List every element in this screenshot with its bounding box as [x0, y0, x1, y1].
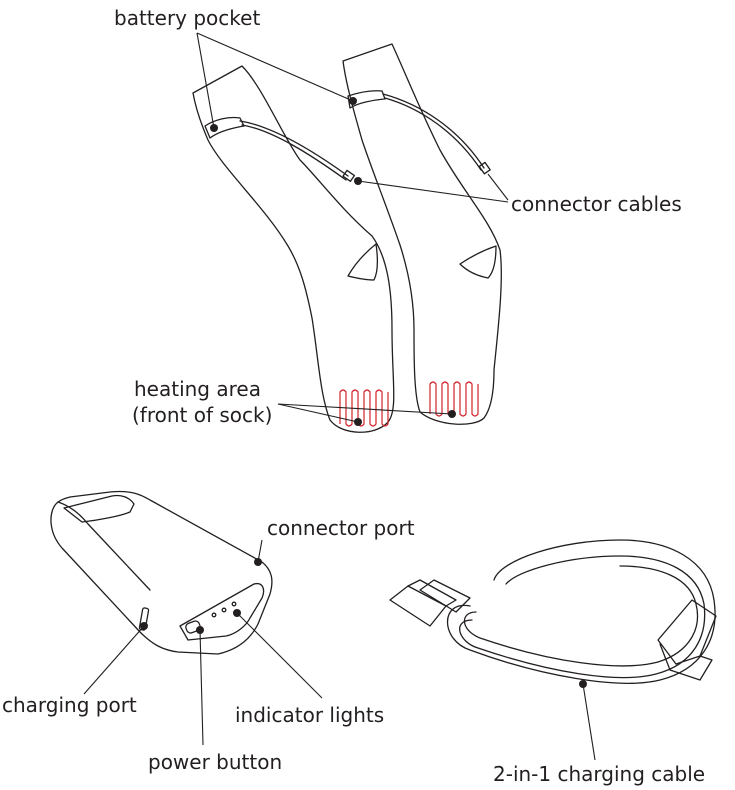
left-cable-inner — [241, 124, 347, 181]
right-battery-pocket — [347, 90, 386, 109]
charging-cable — [389, 539, 717, 684]
leader-battery-left — [196, 32, 215, 129]
label-connector-port: connector port — [267, 516, 415, 540]
leader-indicator-lights — [236, 612, 323, 699]
leader-heat-left — [277, 403, 359, 423]
leader-battery-right — [196, 32, 354, 102]
charging-port — [138, 607, 150, 631]
battery-pack — [50, 490, 273, 655]
left-cable-plug — [342, 169, 356, 182]
leader-power-button — [199, 629, 204, 746]
right-sock-heel — [459, 245, 497, 279]
label-indicator-lights: indicator lights — [235, 703, 385, 727]
left-sock — [192, 65, 395, 433]
usb-a-plug — [657, 599, 717, 665]
left-heating-element — [339, 389, 389, 427]
usb-c-plug-2 — [419, 579, 471, 613]
right-cable-inner — [384, 97, 482, 171]
marker-battery-right — [349, 97, 357, 105]
leader-cable-left — [357, 180, 509, 203]
label-power-button: power button — [148, 750, 283, 774]
cable-loop-middle — [463, 565, 699, 667]
marker-charging-cable — [579, 680, 587, 688]
marker-heat-left — [354, 418, 362, 426]
right-sock-outline — [342, 43, 502, 425]
right-heating-element — [429, 381, 479, 417]
marker-indicator-lights — [233, 609, 241, 617]
cable-loop-inner — [459, 555, 706, 679]
battery-pack-top-edge — [57, 501, 151, 591]
right-cable — [382, 93, 485, 169]
left-sock-heel — [347, 243, 378, 281]
marker-connector-port — [254, 558, 262, 566]
marker-battery-left — [210, 124, 218, 132]
leader-charging-port — [83, 625, 145, 695]
marker-heat-right — [448, 410, 456, 418]
leader-charging-cable — [582, 683, 596, 761]
label-battery-pocket: battery pocket — [114, 6, 261, 30]
right-sock — [342, 43, 502, 425]
battery-pack-front-face — [179, 582, 265, 641]
marker-power-button — [196, 626, 204, 634]
label-charging-cable: 2-in-1 charging cable — [493, 762, 706, 786]
sock-leader-lines — [196, 32, 509, 426]
label-connector-cables: connector cables — [511, 192, 682, 216]
label-heating-area: heating area — [134, 377, 261, 401]
marker-charging-port — [140, 622, 148, 630]
right-cable-plug — [478, 161, 491, 175]
indicator-light-3 — [231, 601, 237, 607]
leader-cable-right — [487, 173, 509, 201]
indicator-light-2 — [221, 607, 227, 613]
cable-loop-outer — [447, 539, 716, 684]
indicator-light-1 — [211, 612, 217, 618]
left-sock-outline — [192, 65, 395, 433]
leader-heat-right — [277, 403, 453, 415]
usb-c-plug-1-head — [407, 579, 457, 607]
left-cable — [239, 120, 349, 177]
label-heating-area-note: (front of sock) — [132, 403, 273, 427]
heating-elements — [339, 381, 479, 427]
battery-pack-window — [63, 494, 135, 523]
usb-c-plug-1 — [389, 585, 447, 627]
label-charging-port: charging port — [2, 693, 137, 717]
power-button — [185, 620, 201, 634]
marker-cable-left — [354, 177, 362, 185]
accessory-leader-lines — [83, 539, 596, 761]
usb-a-plug-body — [659, 643, 713, 681]
